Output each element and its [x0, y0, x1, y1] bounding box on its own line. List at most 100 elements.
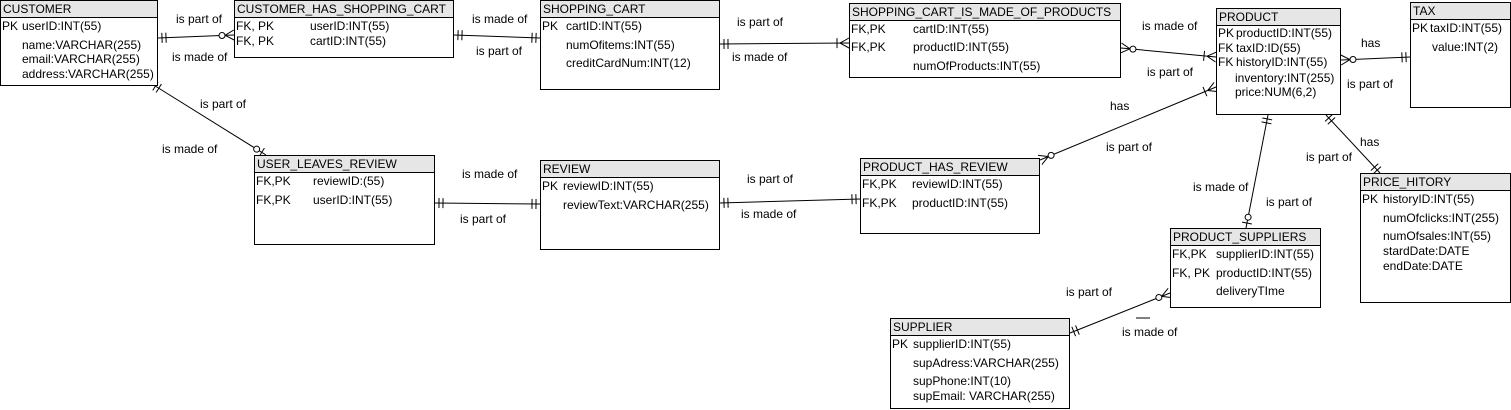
one-bar-mark	[1373, 166, 1382, 174]
field-name: supEmail: VARCHAR(255)	[913, 389, 1055, 403]
field-key: FK, PK	[236, 19, 275, 33]
relationship-product-to-tax	[1340, 52, 1411, 66]
field-name: cartID:INT(55)	[566, 19, 643, 33]
field-name: productID:INT(55)	[1216, 266, 1313, 280]
relationship-line	[151, 83, 267, 156]
field-name: address:VARCHAR(255)	[22, 67, 154, 81]
field-name: userID:INT(55)	[310, 19, 390, 33]
entity-header: USER_LEAVES_REVIEW	[255, 156, 434, 173]
entity-header: PRODUCT_HAS_REVIEW	[861, 159, 1039, 176]
relationship-line	[719, 198, 861, 204]
crows-foot-mark	[1041, 156, 1049, 165]
field-key: PK	[542, 179, 559, 193]
field-name: reviewID:INT(55)	[912, 177, 1003, 191]
field-name: stardDate:DATE	[1383, 244, 1470, 258]
relationship-line	[1245, 114, 1269, 229]
entity-user-leaves-review[interactable]: USER_LEAVES_REVIEW	[254, 155, 435, 245]
field-name: reviewText:VARCHAR(255)	[563, 198, 709, 212]
entity-header: CUSTOMER_HAS_SHOPPING_CART	[235, 1, 453, 18]
relationship-label: is part of	[1106, 140, 1153, 154]
one-bar-mark	[1324, 114, 1333, 122]
entity-customer-has-shopping-cart[interactable]: CUSTOMER_HAS_SHOPPING_CART	[234, 0, 454, 58]
relationship-label: is made of	[172, 50, 228, 64]
entity-tax[interactable]: TAX	[1410, 2, 1511, 108]
entity-header: TAX	[1411, 3, 1510, 20]
entity-price-history[interactable]: PRICE_HITORY	[1360, 173, 1511, 303]
field-name: supplierID:INT(55)	[913, 337, 1012, 351]
entity-shopping-cart-is-made-of-products[interactable]: SHOPPING_CART_IS_MADE_OF_PRODUCTS	[849, 3, 1121, 78]
field-name: creditCardNum:INT(12)	[566, 56, 691, 70]
entity-supplier[interactable]: SUPPLIER	[890, 318, 1070, 409]
field-key: PK	[892, 337, 909, 351]
field-name: name:VARCHAR(255)	[22, 38, 142, 52]
relationship-label: is part of	[747, 172, 794, 186]
crows-foot-mark	[1206, 55, 1216, 63]
relationship-label: is made of	[162, 142, 218, 156]
entity-header: PRICE_HITORY	[1361, 174, 1510, 191]
entity-header: SHOPPING_CART	[541, 1, 719, 18]
field-name: supplierID:INT(55)	[1216, 247, 1315, 261]
crows-foot-mark	[1038, 154, 1049, 158]
relationship-shopping-cart-to-shopping-cart-is-made-of-products	[719, 37, 850, 49]
field-name: cartID:INT(55)	[913, 22, 990, 36]
relationship-label: is made of	[462, 167, 518, 181]
field-key: FK	[1218, 55, 1234, 69]
entity-customer[interactable]: CUSTOMER	[0, 0, 158, 86]
one-bar-mark	[1071, 326, 1077, 337]
field-name: email:VARCHAR(255)	[22, 52, 140, 66]
crows-foot-mark	[224, 34, 235, 41]
field-name: price:NUM(6,2)	[1235, 85, 1317, 99]
one-bar-mark	[155, 83, 162, 93]
crows-foot-mark	[1340, 59, 1351, 66]
relationship-label: is part of	[1266, 195, 1313, 209]
relationship-label: is part of	[1066, 285, 1113, 299]
relationship-label: is part of	[176, 12, 223, 26]
relationship-label: is part of	[460, 212, 507, 226]
field-key: FK,PK	[256, 193, 291, 207]
one-bar-mark	[1327, 117, 1336, 125]
field-key: FK,PK	[862, 196, 897, 210]
one-bar-mark	[1241, 221, 1252, 225]
zero-circle-mark	[253, 145, 261, 153]
field-key: FK	[1218, 41, 1234, 55]
relationship-label: is part of	[200, 97, 247, 111]
relationship-customer-to-customer-has-shopping-cart	[157, 29, 235, 43]
field-name: taxID:INT(55)	[1430, 21, 1503, 35]
one-bar-mark	[1202, 86, 1208, 97]
field-name: historyID:INT(55)	[1383, 192, 1475, 206]
entity-header: SHOPPING_CART_IS_MADE_OF_PRODUCTS	[850, 4, 1120, 21]
relationship-label: has	[1110, 99, 1130, 113]
relationship-line	[1069, 292, 1171, 334]
field-name: numOfProducts:INT(55)	[913, 59, 1041, 73]
relationship-line	[453, 34, 541, 39]
field-key: FK, PK	[236, 34, 275, 48]
field-name: productID:INT(55)	[1236, 26, 1333, 40]
one-bar-mark	[1370, 163, 1379, 171]
entity-shopping-cart[interactable]: SHOPPING_CART	[540, 0, 720, 90]
entity-header: SUPPLIER	[891, 319, 1069, 336]
field-name: userID:INT(55)	[313, 193, 393, 207]
field-name: value:INT(2)	[1432, 40, 1499, 54]
relationship-review-to-product-has-review	[719, 194, 861, 208]
field-name: cartID:INT(55)	[310, 34, 387, 48]
field-key: PK	[1362, 192, 1379, 206]
field-name: supPhone:INT(10)	[913, 374, 1012, 388]
relationship-line	[434, 202, 541, 205]
relationship-label: is made of	[741, 207, 797, 221]
entity-header: PRODUCT_SUPPLIERS	[1171, 229, 1320, 246]
field-key: FK,PK	[862, 177, 897, 191]
entity-product-has-review[interactable]: PRODUCT_HAS_REVIEW	[860, 158, 1040, 234]
field-key: FK,PK	[851, 22, 886, 36]
entity-product-suppliers[interactable]: PRODUCT_SUPPLIERS	[1170, 228, 1321, 308]
entity-product[interactable]: PRODUCT	[1216, 8, 1341, 115]
field-name: taxID:ID(55)	[1236, 41, 1301, 55]
entity-header: CUSTOMER	[1, 1, 157, 18]
entity-review[interactable]: REVIEW	[540, 160, 720, 250]
field-name: numOfsales:INT(55)	[1383, 229, 1492, 243]
relationship-label: is part of	[1347, 77, 1394, 91]
entity-header: REVIEW	[541, 161, 719, 178]
zero-circle-mark	[1155, 293, 1163, 301]
crows-foot-mark	[1207, 82, 1215, 91]
crows-foot-mark	[1161, 288, 1169, 297]
